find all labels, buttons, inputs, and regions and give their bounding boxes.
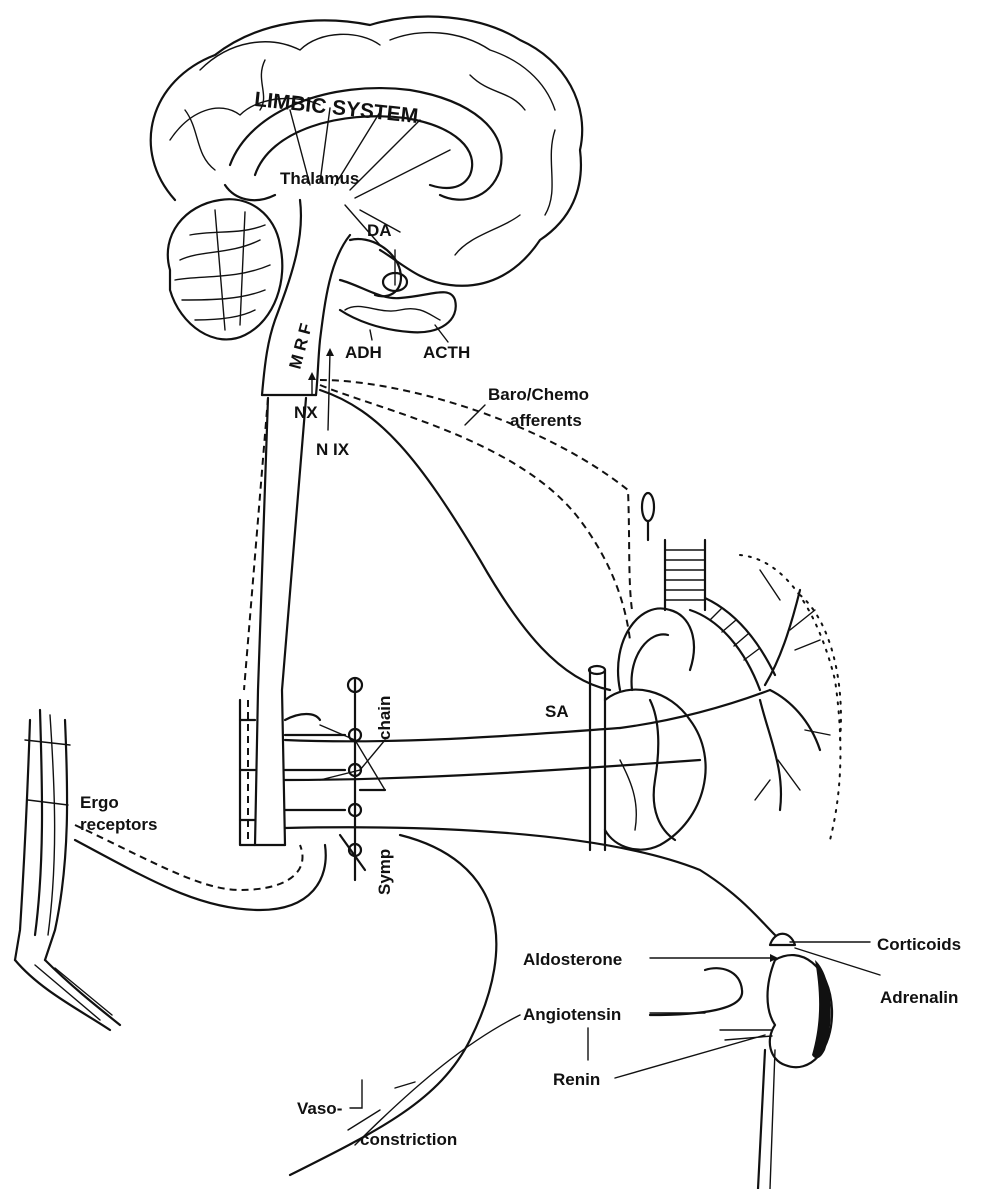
brain-illustration xyxy=(151,17,582,395)
afferents-label: afferents xyxy=(510,411,582,430)
da-label: DA xyxy=(367,221,392,240)
aldosterone-label: Aldosterone xyxy=(523,950,622,969)
leader-lines xyxy=(348,942,880,1145)
kidney-illustration xyxy=(650,934,832,1189)
thalamus-label: Thalamus xyxy=(280,169,359,188)
neural-pathways xyxy=(75,348,775,1175)
corticoids-label: Corticoids xyxy=(877,935,961,954)
baro-chemo-label: Baro/Chemo xyxy=(488,385,589,404)
symp-label: Symp xyxy=(375,849,394,895)
mrf-label: M R F xyxy=(286,321,316,371)
leg-illustration xyxy=(15,710,120,1030)
spinal-cord xyxy=(240,398,320,845)
chain-label: chain xyxy=(375,696,394,740)
vaso-label: Vaso- xyxy=(297,1099,342,1118)
heart-illustration xyxy=(589,493,841,850)
limbic-system-label: LIMBIC SYSTEM xyxy=(253,88,419,128)
sa-label: SA xyxy=(545,702,569,721)
constriction-label: constriction xyxy=(360,1130,457,1149)
renin-label: Renin xyxy=(553,1070,600,1089)
adh-label: ADH xyxy=(345,343,382,362)
nix-label: N IX xyxy=(316,440,350,459)
angiotensin-label: Angiotensin xyxy=(523,1005,621,1024)
acth-label: ACTH xyxy=(423,343,470,362)
nx-label: NX xyxy=(294,403,318,422)
adrenalin-label: Adrenalin xyxy=(880,988,958,1007)
receptors-label: receptors xyxy=(80,815,157,834)
ergo-label: Ergo xyxy=(80,793,119,812)
